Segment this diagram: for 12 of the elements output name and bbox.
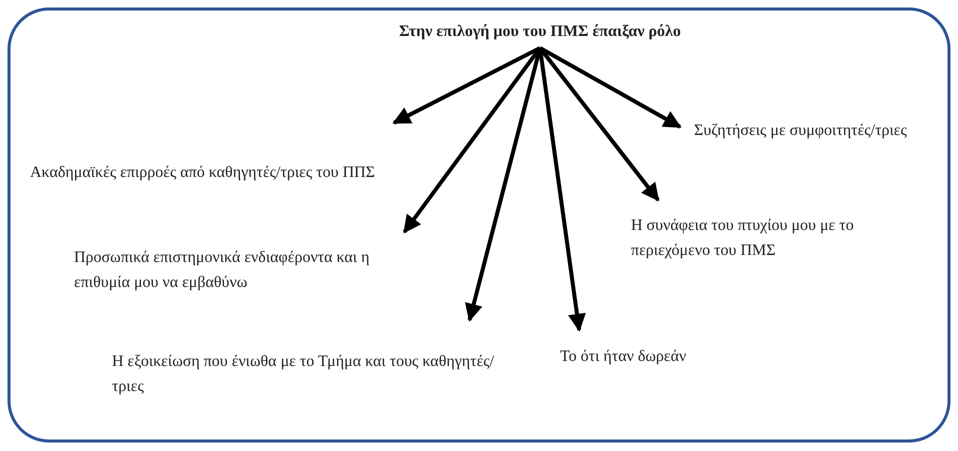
- arrow: [539, 46, 682, 129]
- node-text: Ακαδημαϊκές επιρροές από καθηγητές/τριες του ΠΠΣ: [30, 163, 376, 184]
- node-text: Η συνάφεια του πτυχίου μου με το περιεχόμενο του ΠΜΣ: [631, 216, 855, 262]
- node-text: Προσωπικά επιστημονικά ενδιαφέροντα και η επιθυμία μου να εμβαθύνω: [74, 248, 370, 294]
- node-text: Συζητήσεις με συμφοιτητές/τριες: [694, 121, 908, 142]
- arrow: [538, 46, 660, 202]
- heading-text: Στην επιλογή μου του ΠΜΣ έπαιξαν ρόλο: [398, 22, 682, 42]
- node-text: Το ότι ήταν δωρεάν: [560, 347, 688, 368]
- arrow: [402, 46, 542, 234]
- node-text: Η εξοικείωση που ένιωθα με το Τμήμα και τους καθηγητές/τριες: [112, 352, 496, 398]
- arrow: [464, 48, 542, 322]
- arrow: [392, 46, 541, 125]
